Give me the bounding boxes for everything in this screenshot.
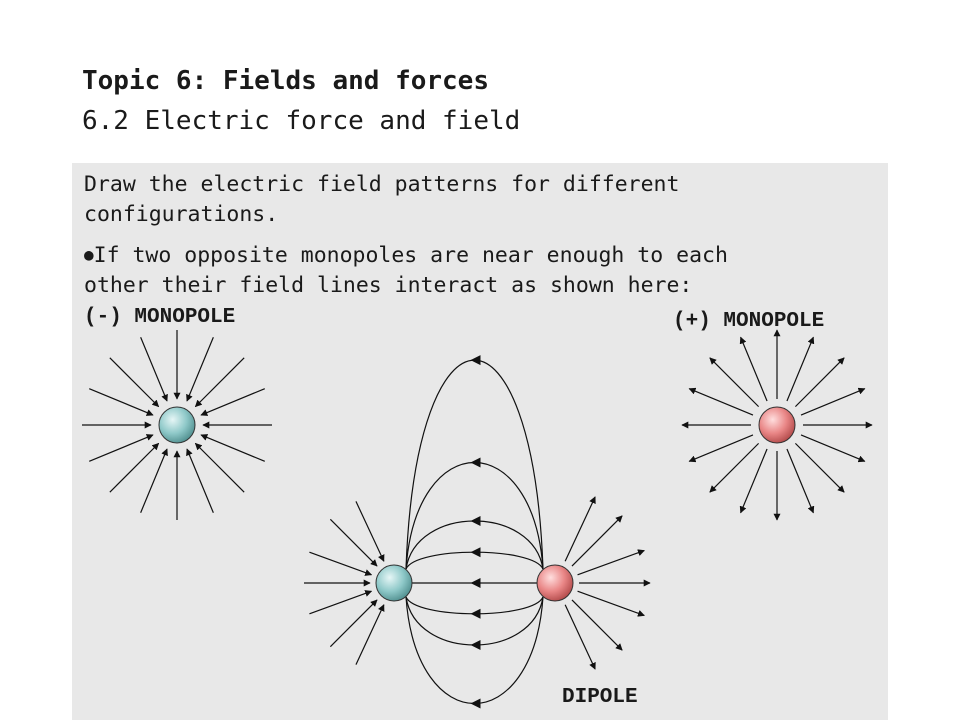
field-line <box>329 518 378 567</box>
dipole-label: DIPOLE <box>562 686 638 709</box>
dipole-negative-charge <box>375 564 413 602</box>
positive-monopole-label: (+) MONOPOLE <box>673 310 825 333</box>
negative-monopole-label: (-) MONOPOLE <box>84 306 236 329</box>
field-line <box>355 501 385 562</box>
instruction-text: Draw the electric field patterns for dif… <box>84 172 680 227</box>
field-line <box>577 549 645 576</box>
field-line <box>186 448 214 513</box>
field-arrow <box>470 608 481 619</box>
field-line <box>329 599 378 648</box>
slide-title: Topic 6: Fields and forces <box>82 66 489 96</box>
field-line <box>571 515 623 567</box>
negative-monopole-field <box>82 330 272 520</box>
field-line <box>564 496 596 562</box>
field-line <box>577 590 645 617</box>
field-line <box>800 387 866 416</box>
field-line <box>688 434 754 463</box>
field-line <box>794 442 845 493</box>
field-line <box>194 442 245 493</box>
field-arrow <box>470 698 481 709</box>
field-arrow <box>470 355 481 366</box>
positive-monopole-field <box>681 329 873 521</box>
bullet-icon: ● <box>84 245 94 264</box>
bullet-text: If two opposite monopoles are near enoug… <box>84 243 728 298</box>
field-line <box>688 387 754 416</box>
field-line <box>564 604 596 670</box>
content-panel <box>72 163 888 720</box>
field-line <box>739 448 768 514</box>
slide-subtitle: 6.2 Electric force and field <box>82 106 521 136</box>
positive-charge <box>758 406 796 444</box>
field-arrow <box>470 457 481 468</box>
field-line <box>405 551 544 570</box>
field-line <box>786 336 815 402</box>
negative-charge <box>158 406 196 444</box>
field-line <box>405 359 544 570</box>
field-line <box>405 596 544 646</box>
field-line <box>709 442 760 493</box>
field-line <box>355 604 385 665</box>
field-arrow <box>470 640 481 650</box>
field-line <box>194 357 245 408</box>
field-line <box>405 596 544 615</box>
field-line <box>800 434 866 463</box>
field-line <box>571 599 623 651</box>
field-line <box>739 336 768 402</box>
field-line <box>309 551 373 576</box>
field-arrow <box>470 547 481 558</box>
field-line <box>109 357 160 408</box>
field-line <box>794 357 845 408</box>
bullet-paragraph: ●If two opposite monopoles are near enou… <box>84 240 884 301</box>
field-line <box>786 448 815 514</box>
field-line <box>309 590 373 615</box>
field-line <box>186 337 214 402</box>
field-arrow <box>470 516 481 526</box>
field-line <box>200 388 265 416</box>
dipole-field <box>304 355 651 709</box>
field-line <box>140 337 168 402</box>
field-line <box>89 434 154 462</box>
field-arrow <box>470 578 481 588</box>
dipole-positive-charge <box>536 564 574 602</box>
field-line <box>109 442 160 493</box>
field-line <box>405 520 544 570</box>
field-line <box>709 357 760 408</box>
field-line <box>200 434 265 462</box>
field-line <box>140 448 168 513</box>
field-line <box>89 388 154 416</box>
